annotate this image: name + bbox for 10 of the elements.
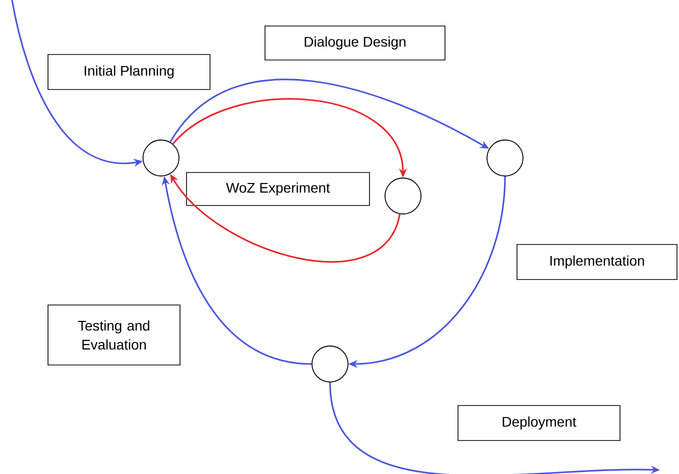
stage-circle xyxy=(486,140,524,176)
label-box: WoZ Experiment xyxy=(186,172,370,206)
label-box: Implementation xyxy=(516,244,678,280)
label-box: Testing and Evaluation xyxy=(48,304,180,366)
label-box: Deployment xyxy=(458,405,620,441)
stage-circle xyxy=(312,346,348,382)
label-box: Initial Planning xyxy=(48,54,210,90)
stage-circle xyxy=(142,140,180,176)
label-box: Dialogue Design xyxy=(264,26,446,60)
stage-circle xyxy=(384,178,422,214)
